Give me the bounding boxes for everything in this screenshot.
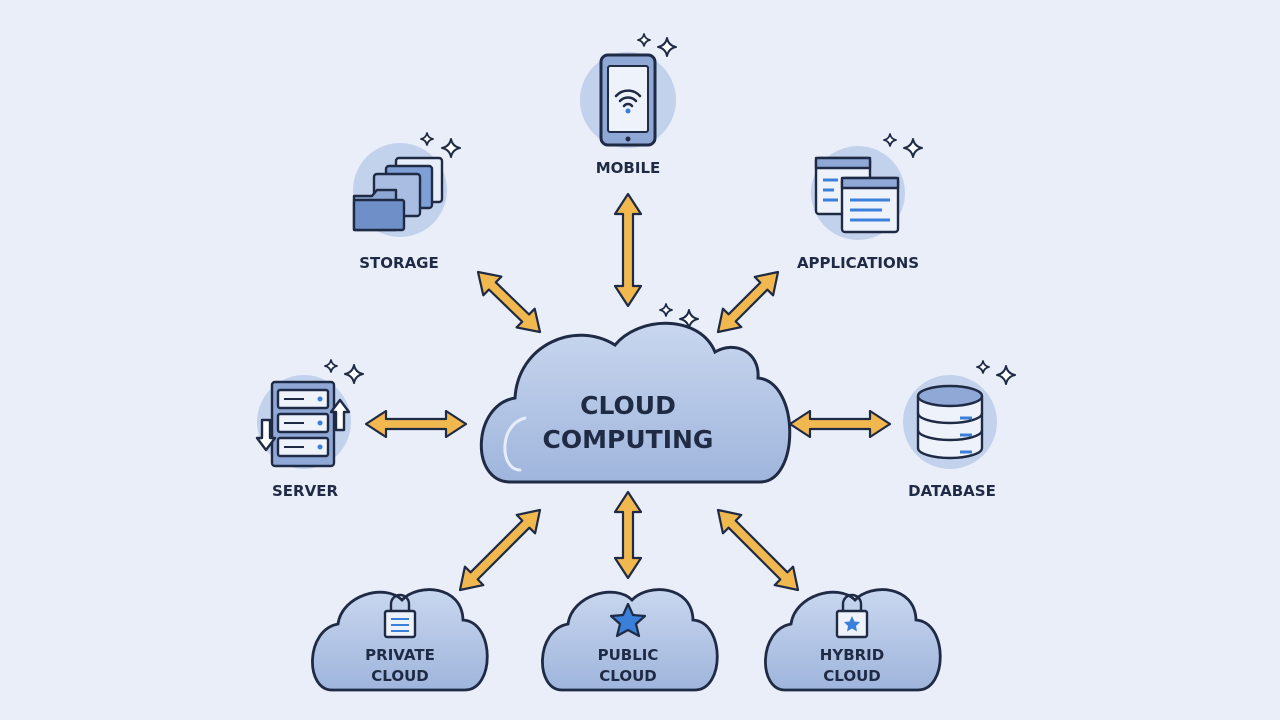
database-icon [916,384,984,460]
mobile-label: MOBILE [596,159,661,177]
central-cloud: CLOUD COMPUTING [479,303,792,484]
private-cloud-line2: CLOUD [371,667,428,685]
sparkle-icon [883,133,923,158]
node-storage: STORAGE [352,132,461,272]
cloud-public: PUBLIC CLOUD [541,588,719,692]
phone-wifi-icon [599,53,657,147]
server-label: SERVER [272,482,338,500]
arrow-applications [716,270,780,334]
arrow-hybrid [716,508,800,592]
connection-arrows [364,192,892,592]
public-cloud-line2: CLOUD [599,667,656,685]
arrow-storage [476,270,542,334]
node-applications: APPLICATIONS [797,133,923,272]
center-title-line2: COMPUTING [543,425,714,454]
sparkle-icon [324,359,364,384]
padlock-icon [835,593,869,639]
star-icon [609,602,647,638]
node-server: SERVER [255,359,364,500]
arrow-mobile [613,192,643,308]
hybrid-cloud-line2: CLOUD [823,667,880,685]
folders-icon [352,156,444,232]
node-database: DATABASE [903,360,1016,500]
public-cloud-line1: PUBLIC [598,646,659,664]
sparkle-icon [637,33,677,57]
center-title-line1: CLOUD [580,391,676,420]
server-rack-icon [255,380,351,468]
hybrid-cloud-line1: HYBRID [820,646,884,664]
private-cloud-line1: PRIVATE [365,646,435,664]
storage-label: STORAGE [359,254,439,272]
node-mobile: MOBILE [580,33,677,177]
arrow-server [364,409,468,439]
applications-label: APPLICATIONS [797,254,919,272]
arrow-public [613,490,643,580]
cloud-highlight [503,416,527,472]
arrow-database [788,409,892,439]
cloud-public-shape [541,588,719,692]
app-windows-icon [814,156,900,234]
padlock-icon [383,593,417,639]
cloud-private-shape [311,588,489,692]
sparkle-icon [976,360,1016,385]
cloud-hybrid: HYBRID CLOUD [764,588,942,692]
database-label: DATABASE [908,482,996,500]
cloud-private: PRIVATE CLOUD [311,588,489,692]
arrow-private [458,508,542,592]
central-cloud-shape [479,321,792,484]
